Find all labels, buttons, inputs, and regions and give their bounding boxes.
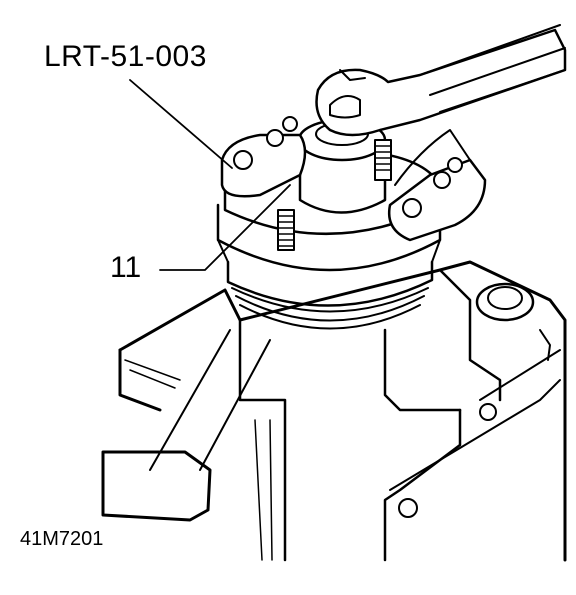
gearbox-casing [101, 260, 567, 562]
part-leader-line [159, 184, 291, 271]
spanner [315, 24, 567, 137]
part-number-label: 11 [110, 251, 142, 284]
leader-lines [129, 79, 291, 271]
tool-number-label: LRT-51-003 [44, 40, 207, 73]
holding-tool [220, 116, 487, 242]
tool-leader-line [129, 79, 233, 169]
figure-id-label: 41M7201 [20, 528, 104, 550]
